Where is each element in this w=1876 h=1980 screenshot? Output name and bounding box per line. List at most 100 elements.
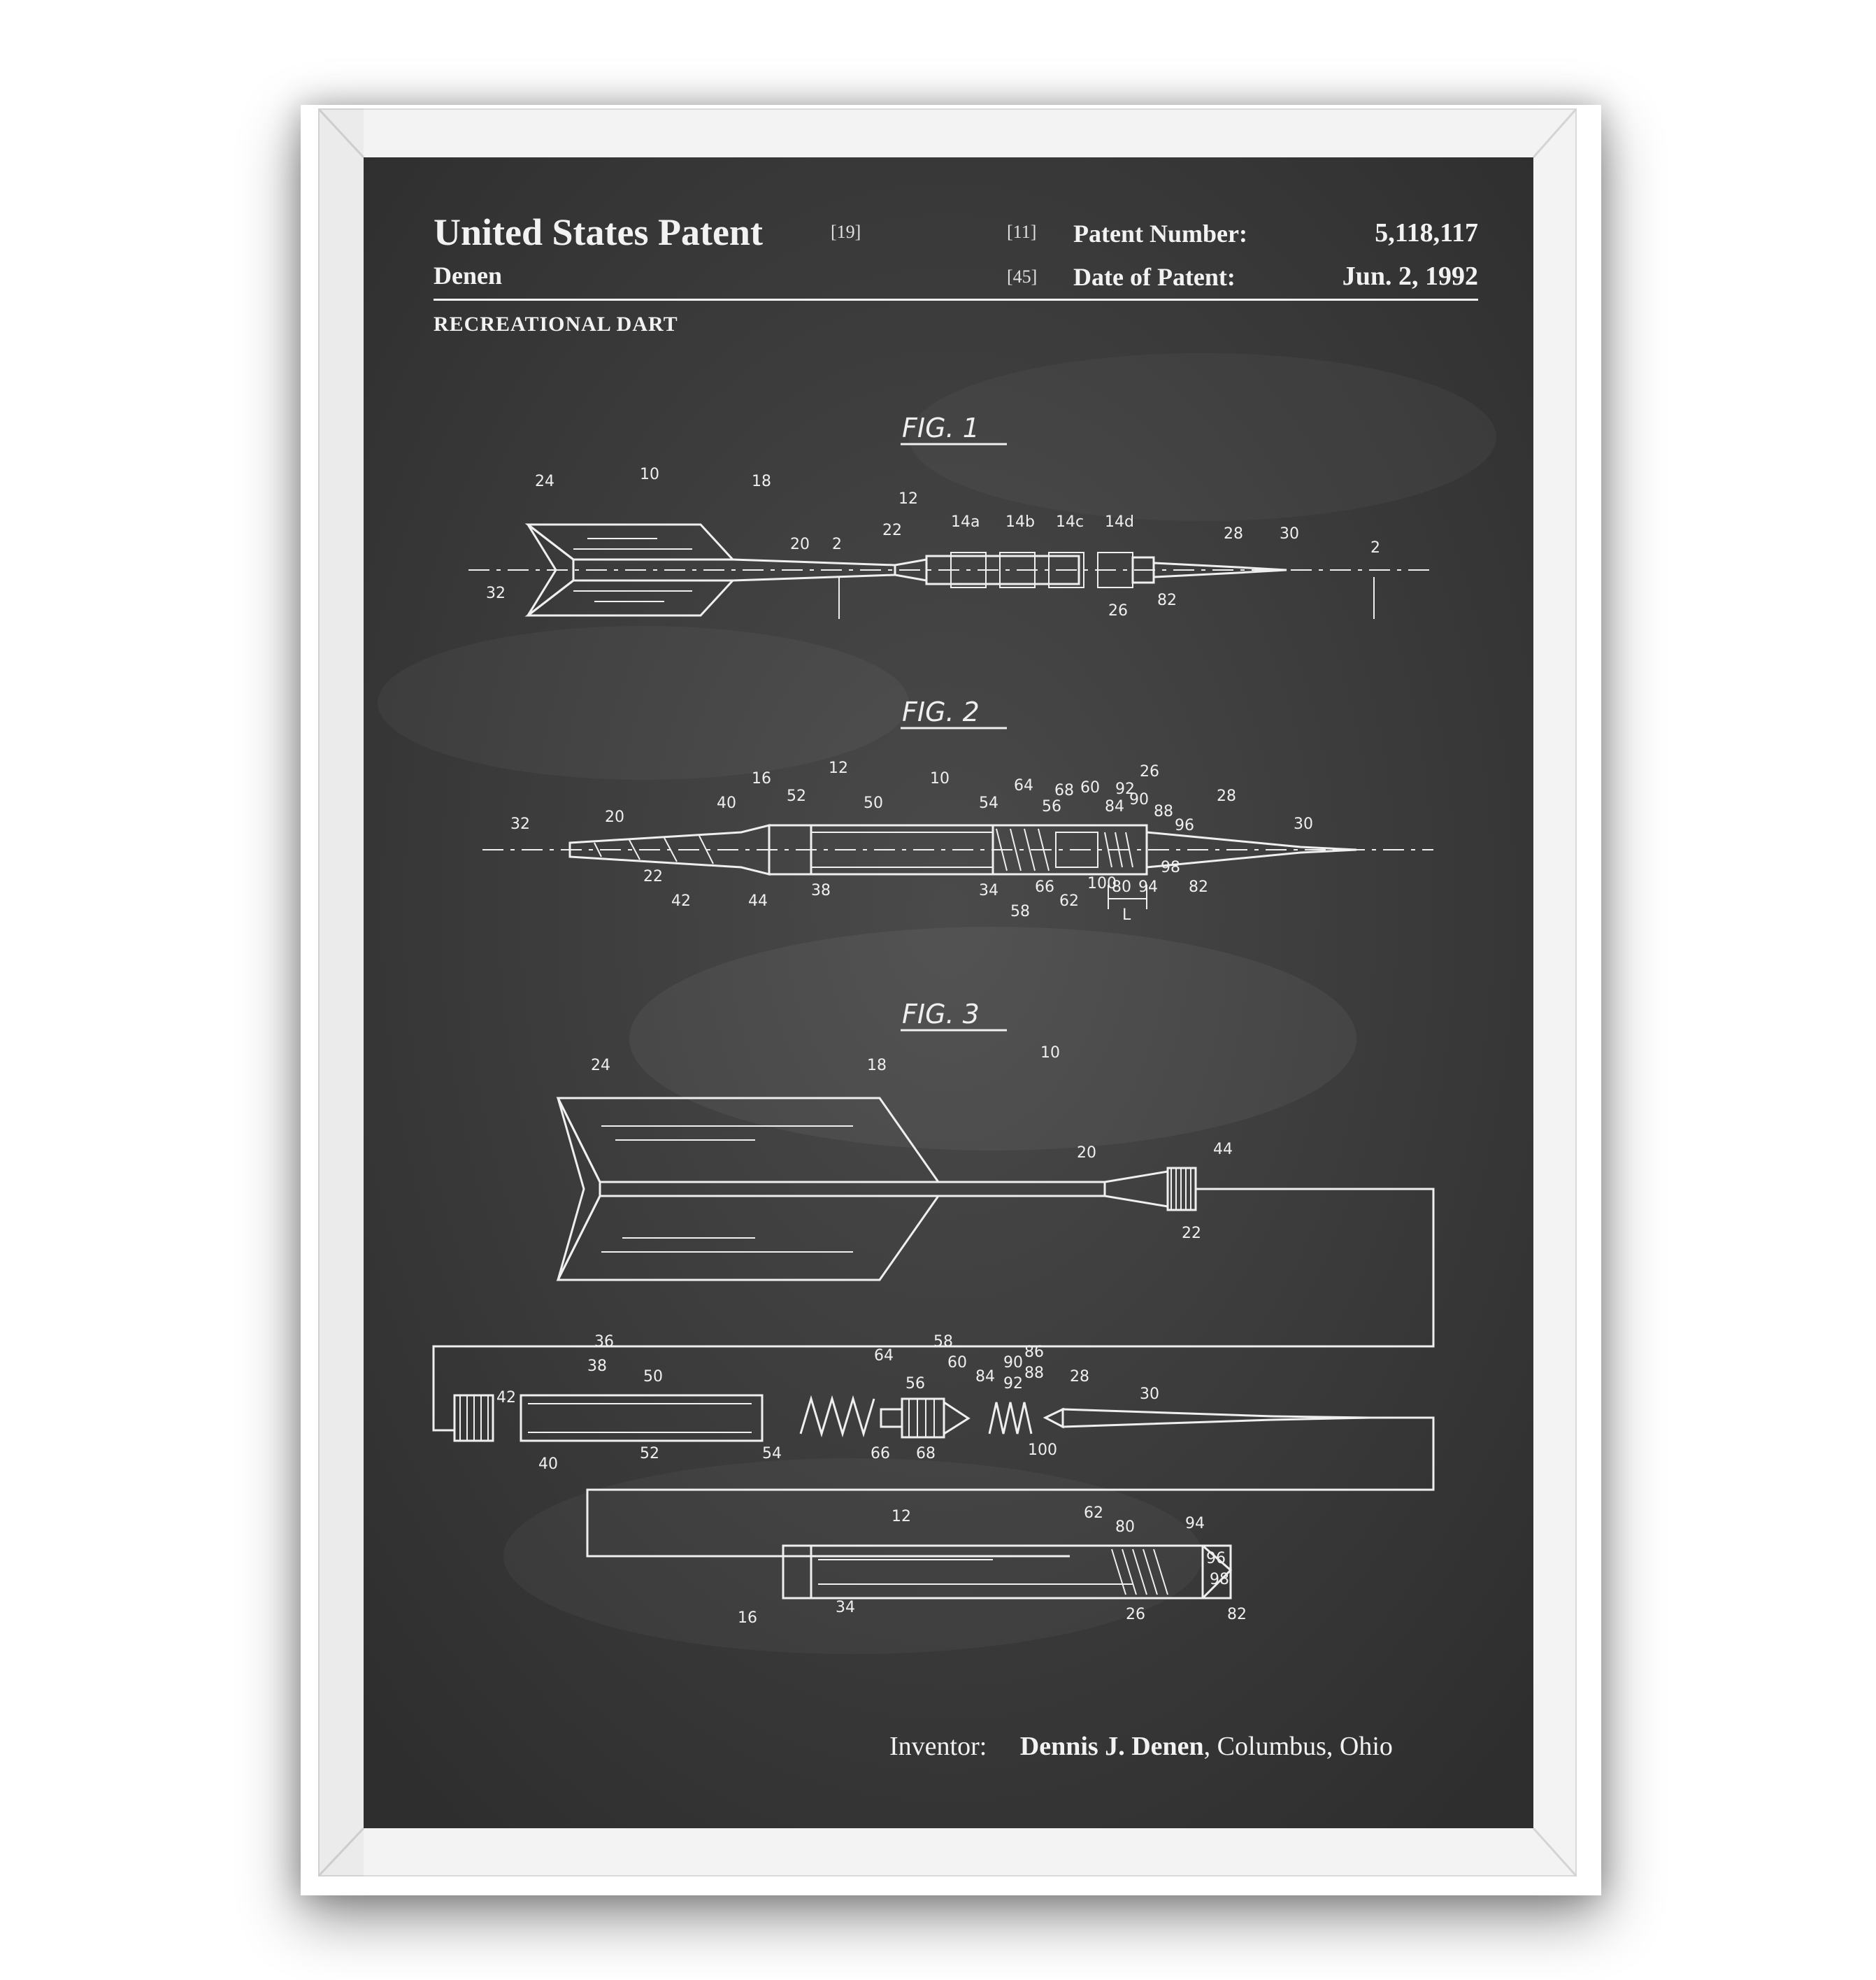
svg-text:40: 40 (538, 1455, 558, 1473)
svg-text:18: 18 (752, 473, 771, 490)
svg-text:60: 60 (1080, 779, 1100, 797)
patent-number-label: Patent Number: (1073, 220, 1247, 248)
fig3-flight-shaft (432, 1097, 1435, 1432)
svg-text:22: 22 (882, 522, 902, 539)
svg-text:80: 80 (1115, 1518, 1135, 1536)
svg-text:30: 30 (1280, 525, 1299, 543)
svg-text:30: 30 (1140, 1386, 1159, 1403)
svg-text:52: 52 (787, 788, 806, 805)
svg-text:88: 88 (1024, 1365, 1044, 1382)
frame-bevel-lines (318, 108, 1577, 1876)
svg-text:50: 50 (643, 1368, 663, 1386)
svg-text:26: 26 (1108, 602, 1128, 620)
chalk-texture (364, 157, 1533, 1828)
svg-text:22: 22 (643, 868, 663, 885)
svg-text:10: 10 (930, 770, 950, 788)
svg-text:84: 84 (1105, 798, 1124, 815)
svg-text:86: 86 (1024, 1344, 1044, 1361)
fig1-dart (468, 523, 1433, 619)
date-label: Date of Patent: (1073, 263, 1236, 291)
svg-text:12: 12 (829, 760, 848, 777)
svg-text:28: 28 (1217, 788, 1236, 805)
svg-text:26: 26 (1126, 1606, 1145, 1623)
fig3-barrel (782, 1544, 1233, 1600)
svg-text:92: 92 (1003, 1375, 1023, 1393)
svg-text:50: 50 (864, 795, 883, 812)
svg-text:2: 2 (1370, 539, 1380, 557)
fig3-label: FIG. 3 (902, 999, 980, 1030)
fig3-components (453, 1394, 1435, 1558)
svg-text:62: 62 (1059, 892, 1079, 910)
svg-text:68: 68 (916, 1445, 936, 1462)
svg-text:14c: 14c (1056, 513, 1084, 531)
inventor-label: Inventor: (889, 1732, 987, 1761)
chalkboard-poster: United States Patent [19] [11] Patent Nu… (364, 157, 1533, 1828)
svg-text:10: 10 (640, 466, 659, 483)
svg-text:54: 54 (979, 795, 998, 812)
svg-text:40: 40 (717, 795, 736, 812)
number-ref: [11] (1007, 222, 1037, 242)
svg-text:38: 38 (587, 1358, 607, 1375)
svg-text:54: 54 (762, 1445, 782, 1462)
svg-text:32: 32 (510, 815, 530, 833)
svg-text:44: 44 (748, 892, 768, 910)
svg-text:34: 34 (836, 1599, 855, 1616)
svg-text:42: 42 (671, 892, 691, 910)
svg-text:60: 60 (947, 1354, 967, 1372)
svg-text:98: 98 (1161, 859, 1180, 876)
svg-text:16: 16 (738, 1609, 757, 1627)
date-ref: [45] (1007, 266, 1038, 287)
svg-text:80: 80 (1112, 878, 1131, 896)
svg-text:56: 56 (1042, 798, 1061, 815)
svg-text:62: 62 (1084, 1504, 1103, 1522)
patent-date: Jun. 2, 1992 (1342, 262, 1478, 291)
svg-text:56: 56 (905, 1375, 925, 1393)
svg-text:12: 12 (892, 1508, 911, 1525)
svg-text:90: 90 (1129, 791, 1149, 809)
svg-text:98: 98 (1210, 1571, 1229, 1588)
svg-text:82: 82 (1227, 1606, 1247, 1623)
svg-text:44: 44 (1213, 1141, 1233, 1158)
svg-text:96: 96 (1175, 817, 1194, 834)
svg-text:20: 20 (790, 536, 810, 553)
svg-text:84: 84 (975, 1368, 995, 1386)
svg-text:42: 42 (496, 1389, 516, 1406)
svg-text:64: 64 (1014, 777, 1033, 795)
svg-text:14d: 14d (1105, 513, 1134, 531)
svg-text:22: 22 (1182, 1225, 1201, 1242)
svg-text:28: 28 (1070, 1368, 1089, 1386)
fig2-label: FIG. 2 (902, 697, 980, 727)
svg-text:L: L (1122, 906, 1131, 924)
svg-text:82: 82 (1157, 592, 1177, 609)
inventor-location: , Columbus, Ohio (1203, 1732, 1393, 1761)
svg-text:58: 58 (1010, 903, 1030, 920)
svg-text:94: 94 (1185, 1515, 1205, 1532)
patent-title: United States Patent (434, 211, 763, 253)
inventor-line: Inventor: Dennis J. Denen, Columbus, Ohi… (889, 1731, 1393, 1762)
fig2-dart-section (482, 824, 1433, 909)
svg-text:64: 64 (874, 1347, 894, 1365)
svg-text:24: 24 (591, 1057, 610, 1074)
header-rule (434, 299, 1478, 301)
patent-drawings: FIG. 1 24 10 18 20 2 12 22 (432, 413, 1435, 1627)
svg-text:18: 18 (867, 1057, 887, 1074)
svg-text:68: 68 (1054, 782, 1074, 799)
patent-subject: RECREATIONAL DART (434, 313, 678, 336)
svg-text:92: 92 (1115, 781, 1135, 798)
svg-text:26: 26 (1140, 763, 1159, 781)
svg-text:16: 16 (752, 770, 771, 788)
svg-text:66: 66 (1035, 878, 1054, 896)
svg-text:66: 66 (871, 1445, 890, 1462)
frame-edge (318, 108, 1577, 1876)
svg-text:20: 20 (1077, 1144, 1096, 1162)
fig1-label: FIG. 1 (902, 413, 980, 443)
svg-text:88: 88 (1154, 803, 1173, 820)
svg-text:2: 2 (832, 536, 842, 553)
patent-number: 5,118,117 (1375, 218, 1478, 248)
svg-text:38: 38 (811, 882, 831, 899)
svg-text:10: 10 (1040, 1044, 1060, 1062)
svg-text:82: 82 (1189, 878, 1208, 896)
svg-text:52: 52 (640, 1445, 659, 1462)
